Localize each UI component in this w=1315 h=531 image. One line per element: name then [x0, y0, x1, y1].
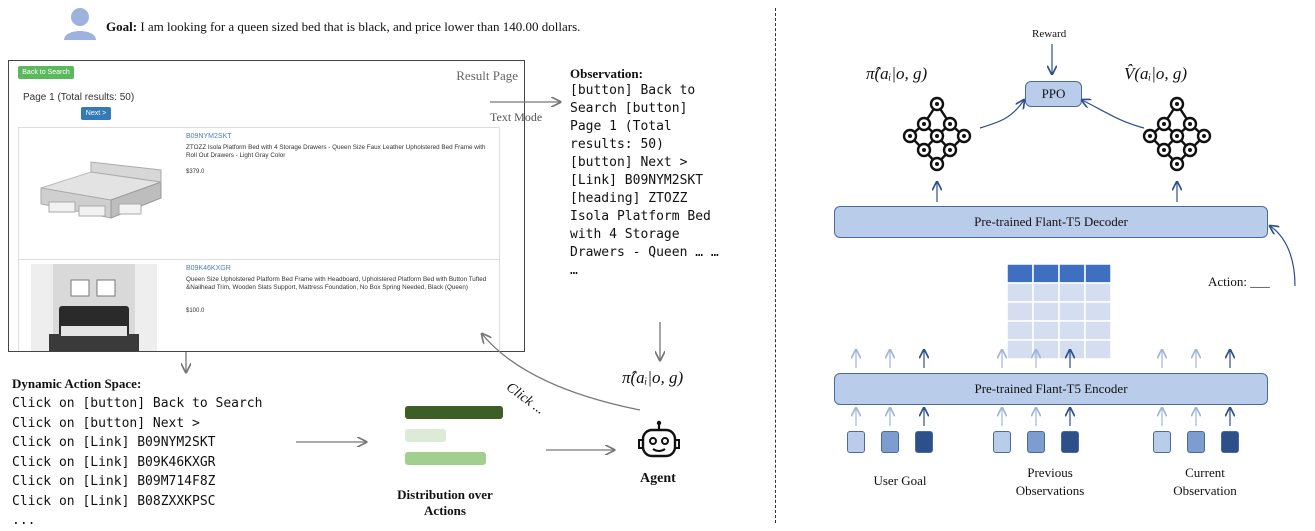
product-item: B09K46KXGR Queen Size Upholstered Platfo…	[18, 259, 500, 351]
input-token	[1187, 431, 1205, 453]
back-to-search-button[interactable]: Back to Search	[18, 66, 74, 79]
product-description: Queen Size Upholstered Platform Bed Fram…	[186, 276, 487, 291]
web-page-screenshot: Back to Search Result Page Page 1 (Total…	[8, 60, 525, 352]
product-price: $100.0	[186, 308, 205, 314]
product-description: ZTOZZ Isola Platform Bed with 4 Storage …	[186, 144, 486, 159]
black-upholstered-bed-image	[31, 264, 157, 351]
decoder-box: Pre-trained Flant-T5 Decoder	[834, 206, 1268, 238]
value-network-icon	[1142, 96, 1212, 172]
ppo-box: PPO	[1025, 81, 1082, 107]
group-label-user-goal: User Goal	[873, 473, 927, 488]
group-label-current-observation: Current Observation	[1173, 465, 1237, 498]
embedding-table-icon	[1006, 263, 1112, 360]
product-item: B09NYM2SKT ZTOZZ Isola Platform Bed with…	[18, 127, 500, 261]
agent-label: Agent	[640, 471, 676, 486]
right-flow-arrows	[780, 44, 1296, 426]
distribution-bar	[405, 406, 503, 419]
agent-policy-formula: π̂(aᵢ|o, g)	[622, 368, 684, 387]
observation-text: [button] Back to Search [button] Page 1 …	[570, 83, 719, 278]
input-token	[1061, 431, 1079, 453]
next-button[interactable]: Next >	[81, 107, 111, 120]
action-space-list: Click on [button] Back to Search Click o…	[12, 396, 263, 528]
group-label-previous-observations: Previous Observations	[1015, 465, 1085, 498]
input-token	[1221, 431, 1239, 453]
section-divider	[775, 8, 776, 523]
goal-label: Goal:	[106, 19, 138, 34]
goal-text: Goal: I am looking for a queen sized bed…	[106, 19, 580, 35]
action-space-title: Dynamic Action Space:	[12, 376, 142, 391]
table-cell	[1084, 339, 1112, 360]
action-label: Action: ___	[1208, 274, 1270, 289]
input-token	[847, 431, 865, 453]
input-token	[915, 431, 933, 453]
input-token	[1027, 431, 1045, 453]
policy-network-icon	[902, 96, 972, 172]
product-price: $379.0	[186, 169, 205, 175]
reward-label: Reward	[1032, 28, 1067, 40]
input-token	[993, 431, 1011, 453]
distribution-bar	[405, 429, 447, 442]
goal-description: I am looking for a queen sized bed that …	[140, 19, 581, 34]
input-token	[881, 431, 899, 453]
policy-network-formula: π̂(aᵢ|o, g)	[866, 64, 928, 83]
user-avatar-icon	[64, 8, 96, 40]
gray-storage-bed-image	[40, 161, 162, 219]
input-token	[1153, 431, 1171, 453]
distribution-bar	[405, 452, 487, 465]
result-page-label: Result Page	[456, 68, 518, 83]
robot-agent-icon	[638, 420, 680, 458]
observation-title: Observation:	[570, 66, 643, 81]
left-flow-arrows	[0, 0, 780, 525]
value-network-formula: V̂(aᵢ|o, g)	[1124, 64, 1188, 83]
text-mode-label: Text Mode	[490, 110, 543, 124]
product-asin-link[interactable]: B09K46KXGR	[186, 265, 231, 272]
encoder-box: Pre-trained Flant-T5 Encoder	[834, 373, 1268, 405]
page-info: Page 1 (Total results: 50)	[23, 92, 135, 103]
product-asin-link[interactable]: B09NYM2SKT	[186, 133, 232, 140]
distribution-label: Distribution over Actions	[397, 487, 493, 518]
